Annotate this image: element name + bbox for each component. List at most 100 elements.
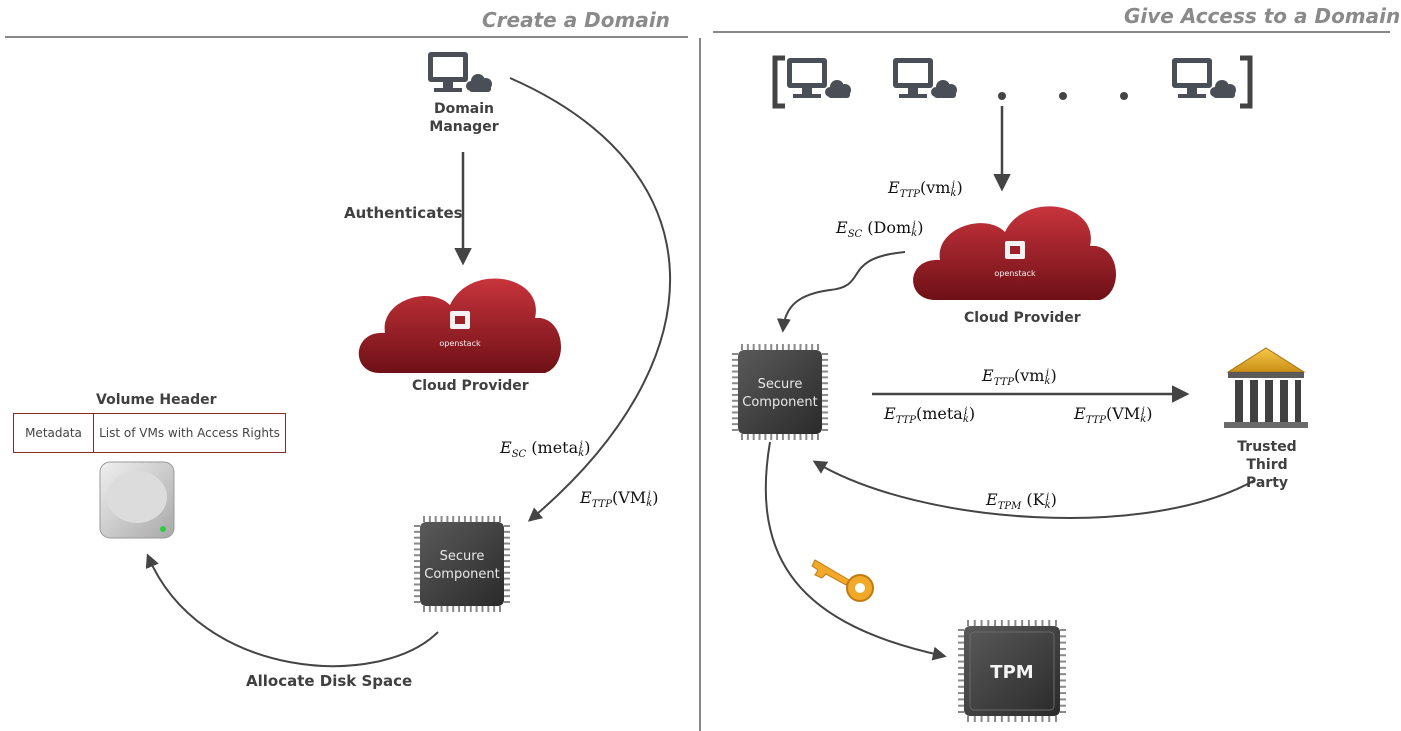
- key-icon: [811, 559, 874, 602]
- chip-pin: [1060, 641, 1066, 644]
- tpm-chip: TPM: [958, 620, 1066, 722]
- chip-pin: [758, 344, 761, 350]
- chip-pin: [787, 434, 790, 440]
- chip-pin: [423, 606, 425, 612]
- chip-pin: [414, 589, 420, 592]
- chip-pin: [822, 370, 828, 373]
- chip-pin: [1060, 704, 1066, 707]
- chip-pin: [973, 716, 976, 722]
- chip-pin: [414, 525, 420, 527]
- chip-pin: [434, 516, 437, 522]
- ttp-to-sc-arrow: [812, 460, 1256, 519]
- chip-pin: [811, 344, 814, 350]
- domain-manager-to-sc-curve: [509, 77, 671, 522]
- chip-pin: [987, 620, 990, 626]
- chip-pin: [1060, 647, 1066, 650]
- chip-pin: [414, 560, 420, 563]
- cloud-provider-right-label: Cloud Provider: [964, 310, 1081, 326]
- chip-pin: [958, 660, 964, 663]
- chip-pin: [414, 577, 420, 580]
- chip-pin: [958, 704, 964, 707]
- chip-pin: [1060, 711, 1066, 713]
- chip-pin: [504, 595, 510, 598]
- chip-pin: [822, 358, 828, 361]
- trusted-third-party-icon: [1224, 347, 1308, 428]
- chip-pin: [822, 429, 828, 431]
- chip-pin: [1060, 654, 1066, 657]
- chip-pin: [1060, 698, 1066, 701]
- chip-pin: [1027, 620, 1030, 626]
- chip-pin: [732, 388, 738, 391]
- openstack-left-text: openstack: [439, 339, 481, 348]
- chip-pin: [1060, 673, 1066, 676]
- chip-pin: [732, 405, 738, 408]
- domain-manager-label: Domain Manager: [429, 101, 499, 135]
- chip-pin: [1007, 716, 1010, 722]
- chip-pin: [781, 344, 784, 350]
- chip-pin: [504, 601, 510, 603]
- chip-pin: [732, 417, 738, 420]
- sc-to-tpm-arrow: [764, 441, 947, 661]
- chip-pin: [994, 716, 997, 722]
- chip-pin: [414, 571, 420, 574]
- chip-pin: [487, 516, 490, 522]
- chip-pin: [1060, 679, 1066, 682]
- chip-pin: [1060, 635, 1066, 638]
- chip-pin: [458, 606, 461, 612]
- chip-pin: [493, 606, 496, 612]
- secure-component-left-chip: Secure Component: [414, 516, 510, 612]
- chip-pin: [452, 606, 455, 612]
- chip-pin: [463, 606, 466, 612]
- chip-pin: [732, 393, 738, 396]
- chip-pin: [504, 536, 510, 539]
- chip-pin: [781, 434, 784, 440]
- chip-pin: [770, 344, 773, 350]
- chip-pin: [414, 583, 420, 586]
- chip-pin: [805, 434, 808, 440]
- chip-pin: [481, 516, 484, 522]
- chip-pin: [799, 344, 802, 350]
- ellipsis-dot-1: [998, 92, 1006, 100]
- chip-pin: [987, 716, 990, 722]
- chip-pin: [741, 344, 743, 350]
- chip-pin: [822, 393, 828, 396]
- chip-pin: [732, 364, 738, 367]
- chip-pin: [1041, 620, 1044, 626]
- chip-pin: [799, 434, 802, 440]
- cloud-to-sc-arrow: [776, 251, 906, 333]
- volume-header-box: Metadata List of VMs with Access Rights: [13, 413, 286, 453]
- chip-pin: [446, 606, 449, 612]
- chip-pin: [958, 635, 964, 638]
- chip-pin: [958, 679, 964, 682]
- chip-pin: [1055, 620, 1057, 626]
- chip-pin: [822, 382, 828, 385]
- chip-pin: [958, 673, 964, 676]
- chip-pin: [741, 434, 743, 440]
- allocate-arrow: [145, 553, 439, 668]
- chip-pin: [958, 711, 964, 713]
- chip-pin: [440, 516, 443, 522]
- cloud-provider-right-icon: openstack: [913, 206, 1117, 300]
- chip-pin: [414, 554, 420, 557]
- chip-pin: [1034, 620, 1037, 626]
- cloud-provider-left-icon: openstack: [358, 278, 562, 373]
- chip-pin: [504, 525, 510, 527]
- chip-pin: [475, 516, 478, 522]
- chip-pin: [732, 423, 738, 426]
- chip-pin: [822, 388, 828, 391]
- chip-pin: [414, 565, 420, 568]
- chip-pin: [1060, 660, 1066, 663]
- chip-pin: [732, 382, 738, 385]
- chip-pin: [499, 606, 501, 612]
- chip-pin: [504, 589, 510, 592]
- chip-pin: [732, 429, 738, 431]
- chip-pin: [414, 542, 420, 545]
- chip-pin: [822, 411, 828, 414]
- chip-pin: [1007, 620, 1010, 626]
- chip-pin: [504, 571, 510, 574]
- authenticates-label: Authenticates: [344, 204, 463, 222]
- chip-pin: [805, 344, 808, 350]
- chip-pin: [822, 423, 828, 426]
